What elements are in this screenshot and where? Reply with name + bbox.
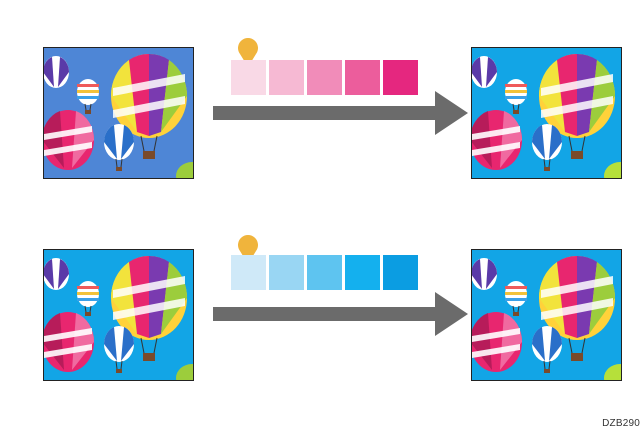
row2-swatch-3[interactable] (307, 255, 342, 290)
row1-map-pin-icon[interactable] (236, 38, 260, 68)
figure-code: DZB290 (602, 418, 640, 429)
row1-right-arrow-icon (213, 91, 468, 135)
row1-swatch-1[interactable] (231, 60, 266, 95)
row1-after-image (471, 47, 622, 179)
row1-swatch-2[interactable] (269, 60, 304, 95)
row1-swatch-4[interactable] (345, 60, 380, 95)
row1-swatch-3[interactable] (307, 60, 342, 95)
row2-swatch-4[interactable] (345, 255, 380, 290)
row1-swatch-5[interactable] (383, 60, 418, 95)
row2-before-image (43, 249, 194, 381)
row1-color-swatches (231, 60, 418, 95)
row2-map-pin-icon[interactable] (236, 235, 260, 265)
row2-color-swatches (231, 255, 418, 290)
row2-swatch-5[interactable] (383, 255, 418, 290)
row2-swatch-1[interactable] (231, 255, 266, 290)
row2-right-arrow-icon (213, 292, 468, 336)
row2-after-image (471, 249, 622, 381)
row2-swatch-2[interactable] (269, 255, 304, 290)
row1-before-image (43, 47, 194, 179)
